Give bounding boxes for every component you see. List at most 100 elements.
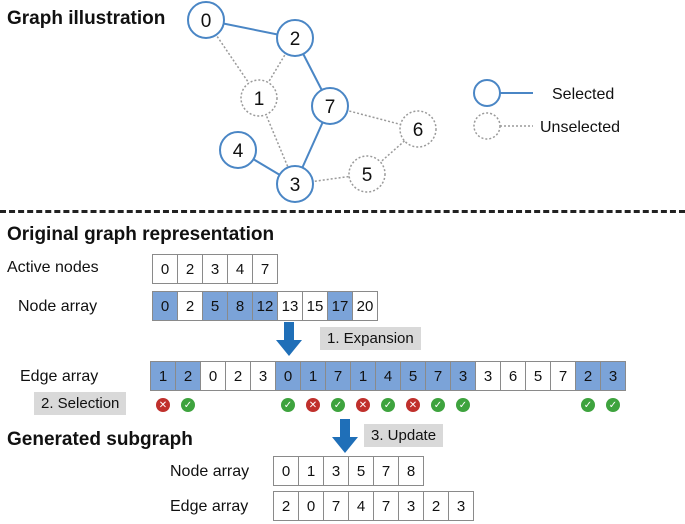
generated-title: Generated subgraph [7,429,193,450]
generated-edge-cell: 7 [323,491,349,521]
generated-edge-cell: 7 [373,491,399,521]
node-1 [240,79,278,117]
check-icon: ✓ [431,398,445,412]
check-icon: ✓ [381,398,395,412]
node-2 [276,19,314,57]
graph-title: Graph illustration [7,8,166,29]
node-array-cell: 20 [352,291,378,321]
active-nodes-label: Active nodes [7,259,99,276]
edge-array-cell: 7 [550,361,576,391]
edge-array-cell: 1 [300,361,326,391]
check-icon: ✓ [181,398,195,412]
edge-array-cell: 2 [575,361,601,391]
active-node-cell: 3 [202,254,228,284]
node-5 [348,155,386,193]
generated-edge-array-label: Edge array [170,498,249,515]
node-0 [187,1,225,39]
edge-array-cell: 3 [475,361,501,391]
edge-array-cell: 3 [600,361,626,391]
legend-unselected-node [473,112,501,140]
edge-array-cell: 1 [150,361,176,391]
generated-node-array-label: Node array [170,463,250,480]
node-array-cell: 5 [202,291,228,321]
selection-step: 2. Selection [34,392,127,415]
check-icon: ✓ [606,398,620,412]
check-icon: ✓ [281,398,295,412]
node-array-cell: 12 [252,291,278,321]
check-icon: ✓ [456,398,470,412]
cross-icon: ✕ [356,398,370,412]
node-label-5: 5 [362,165,373,186]
node-label-1: 1 [254,89,265,110]
active-node-cell: 4 [227,254,253,284]
edge-array-cell: 2 [225,361,251,391]
node-array-cell: 0 [152,291,178,321]
edge-array-cell: 5 [525,361,551,391]
edge-array-cell: 3 [450,361,476,391]
legend-selected-label: Selected [552,86,615,103]
active-node-cell: 0 [152,254,178,284]
generated-edge-cell: 3 [398,491,424,521]
node-label-7: 7 [325,97,336,118]
generated-edge-cell: 2 [273,491,299,521]
cross-icon: ✕ [406,398,420,412]
generated-edge-cell: 4 [348,491,374,521]
node-array-cell: 17 [327,291,353,321]
edge-array-cell: 3 [250,361,276,391]
node-6 [399,110,437,148]
node-label-3: 3 [290,175,301,196]
edge-array-cell: 4 [375,361,401,391]
node-label-0: 0 [201,11,212,32]
cross-icon: ✕ [156,398,170,412]
check-icon: ✓ [581,398,595,412]
node-label-6: 6 [413,120,424,141]
generated-edge-cell: 0 [298,491,324,521]
active-node-cell: 7 [252,254,278,284]
node-4 [219,131,257,169]
active-node-cell: 2 [177,254,203,284]
expansion-step: 1. Expansion [320,327,421,350]
generated-edge-cell: 3 [448,491,474,521]
node-array-cell: 15 [302,291,328,321]
node-array-cell: 2 [177,291,203,321]
edge-7-6 [329,105,419,130]
update-step: 3. Update [364,424,444,447]
node-array-label: Node array [18,298,98,315]
edge-array-cell: 1 [350,361,376,391]
edge-array-cell: 0 [275,361,301,391]
generated-node-cell: 3 [323,456,349,486]
cross-icon: ✕ [306,398,320,412]
section-divider [0,210,685,213]
generated-edge-cell: 2 [423,491,449,521]
node-7 [311,87,349,125]
check-icon: ✓ [331,398,345,412]
generated-node-cell: 7 [373,456,399,486]
graph-illustration: 0 2 1 7 6 4 3 5 [187,1,533,203]
node-label-4: 4 [233,141,244,162]
node-array-cell: 13 [277,291,303,321]
generated-node-cell: 5 [348,456,374,486]
expansion-arrow [276,322,302,356]
edge-array-label: Edge array [20,368,99,385]
generated-node-cell: 0 [273,456,299,486]
original-title: Original graph representation [7,224,275,245]
generated-node-cell: 8 [398,456,424,486]
generated-node-cell: 1 [298,456,324,486]
update-arrow [332,419,358,453]
edge-array-cell: 6 [500,361,526,391]
edge-array-cell: 5 [400,361,426,391]
edge-array-cell: 2 [175,361,201,391]
edge-array-cell: 7 [425,361,451,391]
edge-array-cell: 7 [325,361,351,391]
legend-unselected-label: Unselected [540,119,621,136]
node-3 [276,165,314,203]
edge-array-cell: 0 [200,361,226,391]
node-array-cell: 8 [227,291,253,321]
node-label-2: 2 [290,29,301,50]
